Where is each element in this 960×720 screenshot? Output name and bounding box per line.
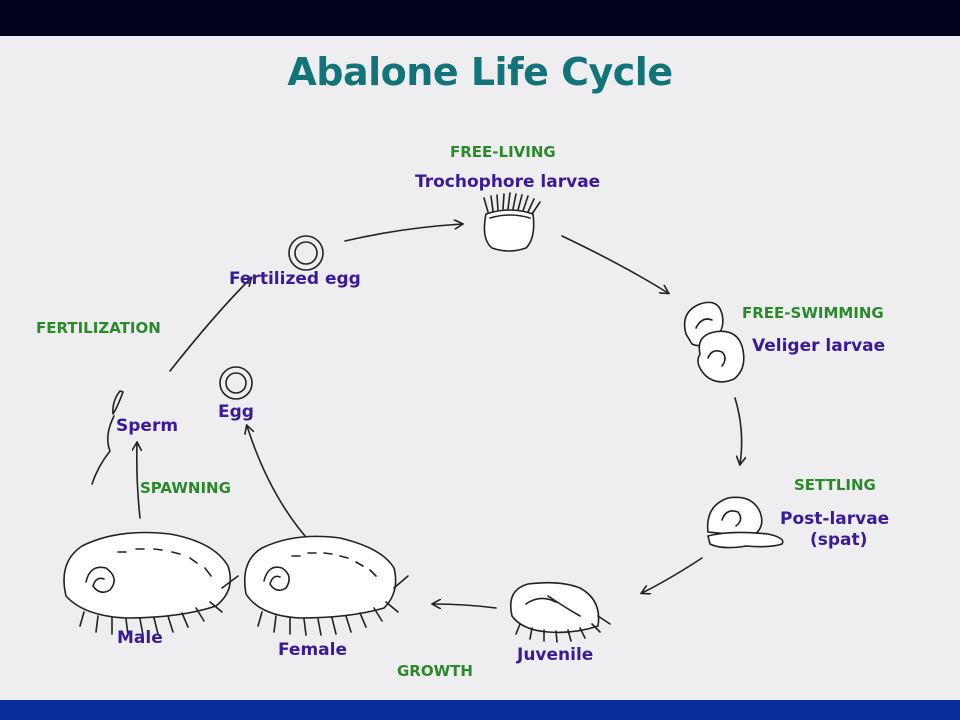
growth-label: GROWTH <box>397 662 473 680</box>
sperm-illustration <box>91 390 124 485</box>
arrow-fertilization <box>169 278 251 372</box>
arrow-juvenile-to-female <box>433 604 497 608</box>
juvenile-label: Juvenile <box>517 645 594 665</box>
fertilization-label: FERTILIZATION <box>36 319 161 337</box>
life-cycle-artwork <box>63 192 784 643</box>
diagram-panel: Abalone Life Cycle <box>0 36 960 700</box>
post-larvae-label: Post-larvae <box>780 509 890 529</box>
cycle-arrows <box>137 224 742 608</box>
spat-label: (spat) <box>810 530 868 550</box>
settling-label: SETTLING <box>794 476 876 494</box>
male-abalone-illustration <box>63 531 239 636</box>
bottom-bar <box>0 700 960 720</box>
arrow-veliger-to-postlarvae <box>734 397 742 464</box>
arrow-postlarvae-to-juvenile <box>642 557 703 593</box>
egg-label: Egg <box>218 402 254 422</box>
veliger-illustration <box>683 301 745 383</box>
free-swimming-label: FREE-SWIMMING <box>742 304 884 322</box>
female-label: Female <box>278 640 347 660</box>
trochophore-label: Trochophore larvae <box>415 172 601 192</box>
spawning-label: SPAWNING <box>140 479 231 497</box>
post-larvae-illustration <box>706 496 784 549</box>
arrow-fertilized-to-trochophore <box>344 224 462 242</box>
fertilized-egg-label: Fertilized egg <box>229 269 361 289</box>
female-abalone-illustration <box>243 535 409 636</box>
free-living-label: FREE-LIVING <box>450 143 556 161</box>
top-bar <box>0 0 960 36</box>
sperm-label: Sperm <box>116 416 179 436</box>
egg-illustration <box>219 366 253 400</box>
male-label: Male <box>117 628 163 648</box>
diagram-title: Abalone Life Cycle <box>287 50 673 94</box>
fertilized-egg-illustration <box>288 235 324 271</box>
arrow-female-to-egg <box>247 426 313 545</box>
trochophore-illustration <box>483 192 541 252</box>
juvenile-illustration <box>509 581 611 643</box>
arrow-trochophore-to-veliger <box>561 235 668 293</box>
arrow-male-to-sperm <box>137 443 140 519</box>
veliger-label: Veliger larvae <box>752 336 886 356</box>
